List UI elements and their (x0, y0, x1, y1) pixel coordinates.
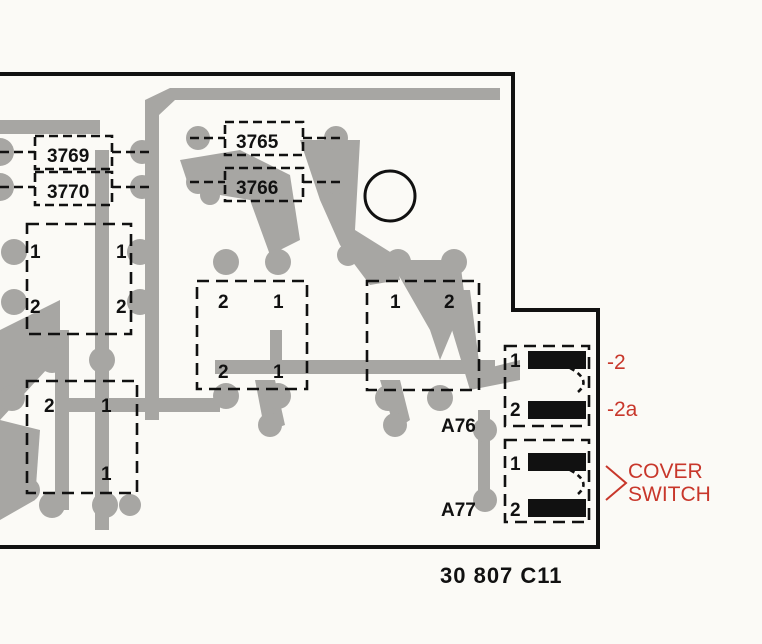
pin-number: 2 (510, 500, 521, 521)
component-outlines (25, 222, 591, 524)
annotation-minus2a: -2a (607, 398, 638, 421)
pin-number: 2 (44, 396, 55, 417)
pin-number: 2 (116, 297, 127, 318)
pin-number: 1 (510, 454, 521, 475)
pin-number: 2 (218, 362, 229, 383)
annotation-cover: COVER (628, 460, 703, 483)
pin-number: 1 (116, 242, 127, 263)
pin-number: 2 (510, 400, 521, 421)
annotation-switch: SWITCH (628, 483, 711, 506)
resistor-label-3765: 3765 (236, 132, 279, 153)
mounting-hole (363, 169, 417, 223)
resistor-outlines (0, 120, 345, 207)
pin-number: 2 (30, 297, 41, 318)
connector-label-a77: A77 (441, 500, 476, 521)
board-outline (0, 72, 600, 549)
cover-switch-bracket (605, 465, 628, 501)
pin-number: 1 (390, 292, 401, 313)
pin-number: 1 (510, 351, 521, 372)
resistor-label-3770: 3770 (47, 182, 89, 203)
pin-number: 2 (444, 292, 455, 313)
pin-number: 1 (101, 396, 112, 417)
annotation-minus2: -2 (607, 351, 626, 374)
pin-number: 2 (218, 292, 229, 313)
resistor-label-3769: 3769 (47, 146, 89, 167)
diagram-code: 30 807 C11 (440, 563, 563, 588)
copper-traces (0, 88, 520, 530)
resistor-label-3766: 3766 (236, 178, 278, 199)
pin-number: 1 (101, 464, 112, 485)
pin-number: 1 (273, 362, 284, 383)
pin-number: 1 (30, 242, 41, 263)
connector-label-a76: A76 (441, 416, 476, 437)
connector-contacts (528, 351, 586, 517)
pin-number: 1 (273, 292, 284, 313)
